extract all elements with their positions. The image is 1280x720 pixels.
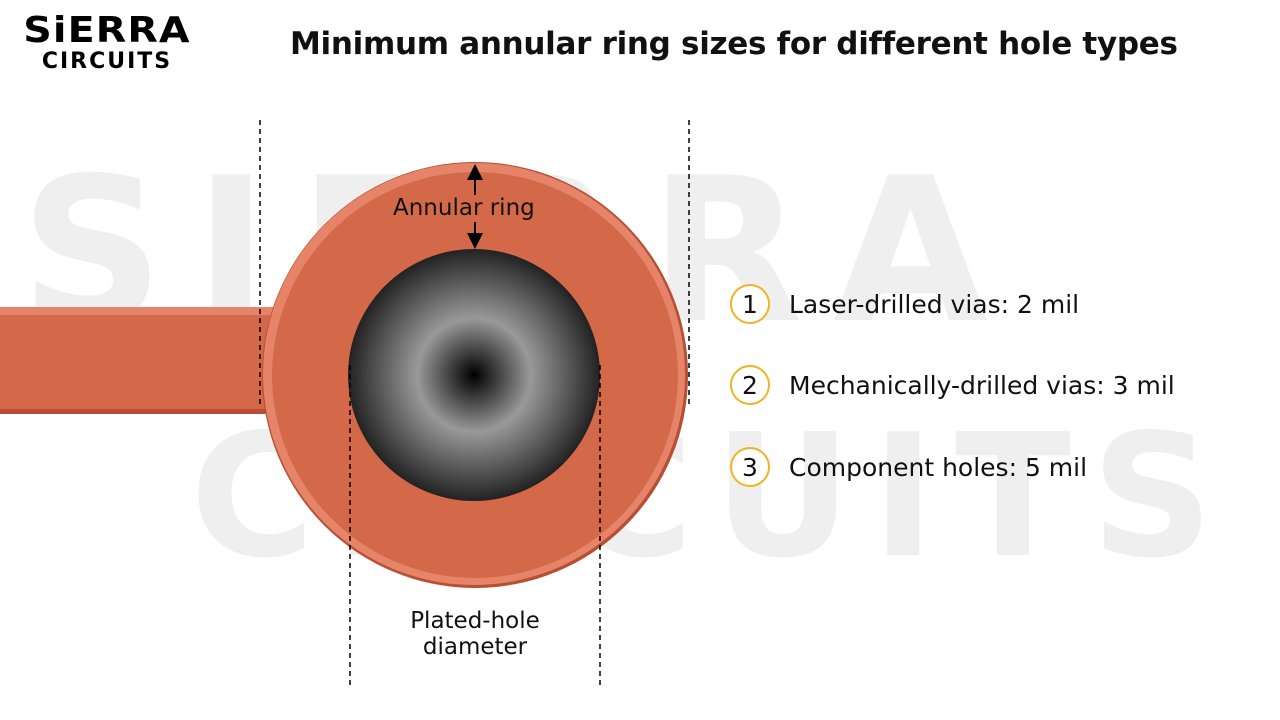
item-text: Component holes: 5 mil [789, 452, 1088, 482]
copper-trace [0, 307, 290, 413]
annular-ring-arrows [467, 164, 483, 249]
plated-hole-label-line1: Plated-hole [410, 608, 540, 634]
plated-hole-label: Plated-hole diameter [380, 608, 570, 660]
annular-ring-label: Annular ring [393, 195, 535, 221]
dimension-lines [259, 120, 690, 685]
plated-hole-label-line2: diameter [422, 634, 528, 660]
number-badge: 3 [730, 447, 770, 487]
item-text: Mechanically-drilled vias: 3 mil [789, 370, 1175, 400]
list-item: 2 Mechanically-drilled vias: 3 mil [730, 365, 1175, 405]
logo-line1: SiERRA [23, 10, 191, 51]
list-item: 1 Laser-drilled vias: 2 mil [730, 284, 1079, 324]
sierra-circuits-logo: SiERRA CIRCUITS [12, 12, 202, 74]
item-text: Laser-drilled vias: 2 mil [789, 289, 1080, 319]
page-title: Minimum annular ring sizes for different… [290, 26, 1178, 62]
plated-hole [348, 249, 600, 501]
number-badge: 2 [730, 365, 770, 405]
number-badge: 1 [730, 284, 770, 324]
list-item: 3 Component holes: 5 mil [730, 447, 1087, 487]
logo-line2: CIRCUITS [41, 49, 173, 74]
